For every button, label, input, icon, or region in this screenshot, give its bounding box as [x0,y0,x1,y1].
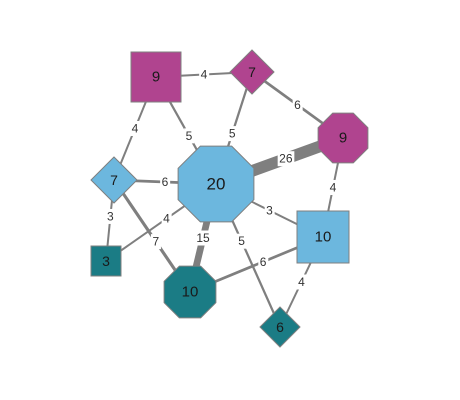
edge-weight-bg [296,274,307,290]
edge-weight-label: 5 [236,233,247,249]
edge-weight-bg [258,254,269,270]
nodes-layer: 9 7 9 7 20 10 3 10 6 [90,49,369,348]
edge-weight-text: 15 [196,231,210,245]
edge-weight-bg [150,234,161,250]
edge-weight-label: 3 [105,208,116,224]
edge-weight-label: 4 [199,67,210,82]
edge-weight-label: 5 [184,128,195,144]
edge-weight-bg [184,128,195,144]
edge-weight-bg [194,230,212,246]
edge-weight-bg [328,180,339,195]
node-diamond-sky[interactable]: 7 [90,156,138,204]
node-label: 20 [207,175,226,194]
node-label: 7 [110,172,118,188]
edge-weight-bg [199,67,210,82]
node-label: 10 [182,284,199,301]
edge-weight-text: 3 [107,209,114,223]
edge-weight-text: 4 [330,181,337,195]
edge-weight-bg [161,211,172,227]
edge-weight-bg [130,121,141,136]
diamond-shape [229,49,275,95]
octagon-shape [317,112,369,164]
edge-weight-label: 5 [227,126,238,142]
diamond-shape [259,306,301,348]
node-octagon-magenta[interactable]: 9 [317,112,369,164]
node-square-sky[interactable]: 10 [296,210,350,264]
edge-weight-label: 6 [160,174,171,190]
edge-weight-bg [160,174,171,190]
edge-weight-text: 4 [163,212,170,226]
square-shape [296,210,350,264]
node-label: 10 [315,229,332,246]
node-label: 9 [339,130,347,147]
edge-weight-bg [292,97,303,113]
edge-weight-label: 4 [130,121,141,136]
node-square-magenta[interactable]: 9 [130,51,182,103]
edge-weight-label: 6 [258,254,269,270]
edge-weight-text: 4 [201,68,208,82]
node-diamond-magenta[interactable]: 7 [229,49,275,95]
node-label: 6 [276,319,284,335]
node-square-teal[interactable]: 3 [90,245,122,277]
node-octagon-teal[interactable]: 10 [163,265,217,319]
edge-weight-text: 5 [229,127,236,141]
edge-weight-text: 5 [238,234,245,248]
node-label: 3 [102,253,110,269]
edge-weight-label: 3 [264,203,275,218]
edge-weight-bg [264,203,275,218]
edge-weight-bg [236,233,247,249]
node-diamond-teal[interactable]: 6 [259,306,301,348]
edge-weight-label: 4 [296,274,307,290]
edge-weight-text: 7 [152,235,159,249]
edge-weight-bg [277,151,295,167]
edge-weight-text: 6 [162,175,169,189]
octagon-shape [163,265,217,319]
edge-weight-label: 4 [328,180,339,195]
edge-weight-text: 6 [260,255,267,269]
edge-weight-text: 4 [298,275,305,289]
square-shape [90,245,122,277]
node-octagon-sky[interactable]: 20 [177,145,255,223]
edge-weight-bg [105,208,116,224]
edge-weight-text: 6 [294,98,301,112]
edge-weight-label: 6 [292,97,303,113]
edge-weight-label: 4 [161,211,172,227]
edge-weight-text: 26 [279,152,293,166]
edge-weight-label: 7 [150,234,161,250]
node-label: 7 [248,64,256,80]
edge-weight-bg [227,126,238,142]
diamond-shape [90,156,138,204]
edge-weight-text: 4 [132,122,139,136]
octagon-shape [177,145,255,223]
square-shape [130,51,182,103]
edge-weight-label: 15 [194,230,212,246]
edge-weight-text: 5 [186,129,193,143]
edge-weight-text: 3 [266,204,273,218]
edge-weight-label: 26 [277,151,295,167]
node-label: 9 [152,69,160,86]
